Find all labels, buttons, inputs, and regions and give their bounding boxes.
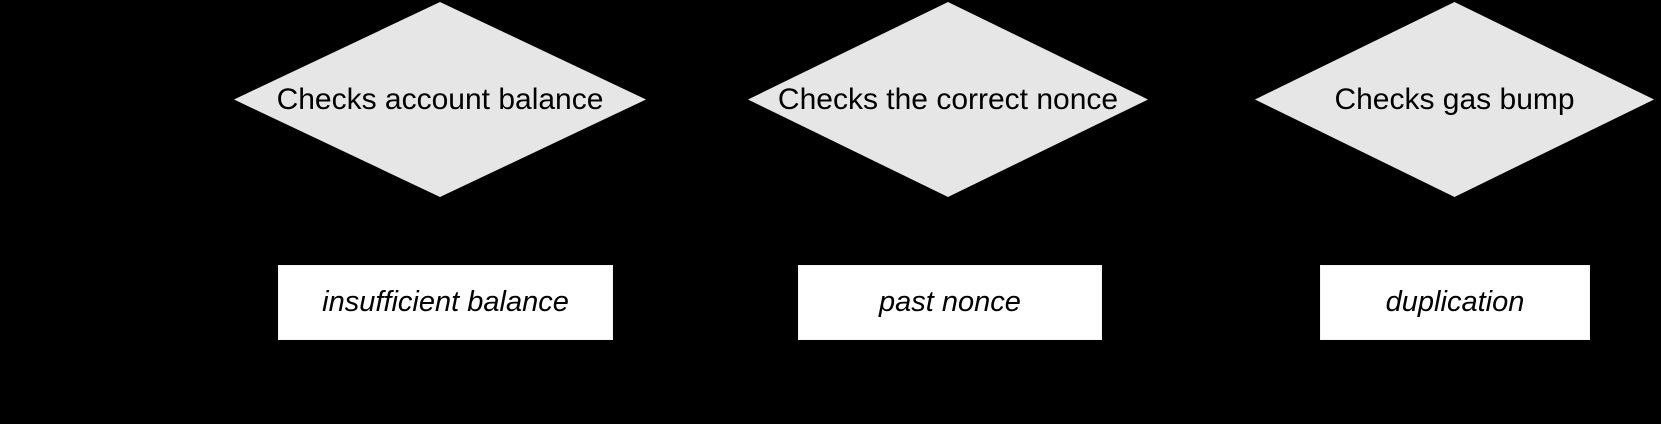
result-label: past nonce: [879, 286, 1021, 318]
decision-checks-gas-bump[interactable]: Checks gas bump: [1255, 2, 1654, 197]
result-label: duplication: [1385, 286, 1525, 318]
diamond-shape-icon: [748, 2, 1148, 197]
diamond-shape-icon: [1255, 2, 1654, 197]
decision-checks-the-correct-nonce[interactable]: Checks the correct nonce: [748, 2, 1148, 197]
diamond-shape-icon: [234, 2, 646, 197]
result-label: insufficient balance: [322, 286, 569, 318]
decision-label: Checks the correct nonce: [777, 82, 1119, 116]
result-box-insufficient-balance[interactable]: insufficient balance: [278, 265, 613, 340]
decision-label: Checks gas bump: [1334, 82, 1575, 116]
decision-label: Checks account balance: [276, 82, 604, 116]
result-box-past-nonce[interactable]: past nonce: [798, 265, 1102, 340]
decision-checks-account-balance[interactable]: Checks account balance: [234, 2, 646, 197]
result-box-duplication[interactable]: duplication: [1320, 265, 1590, 340]
